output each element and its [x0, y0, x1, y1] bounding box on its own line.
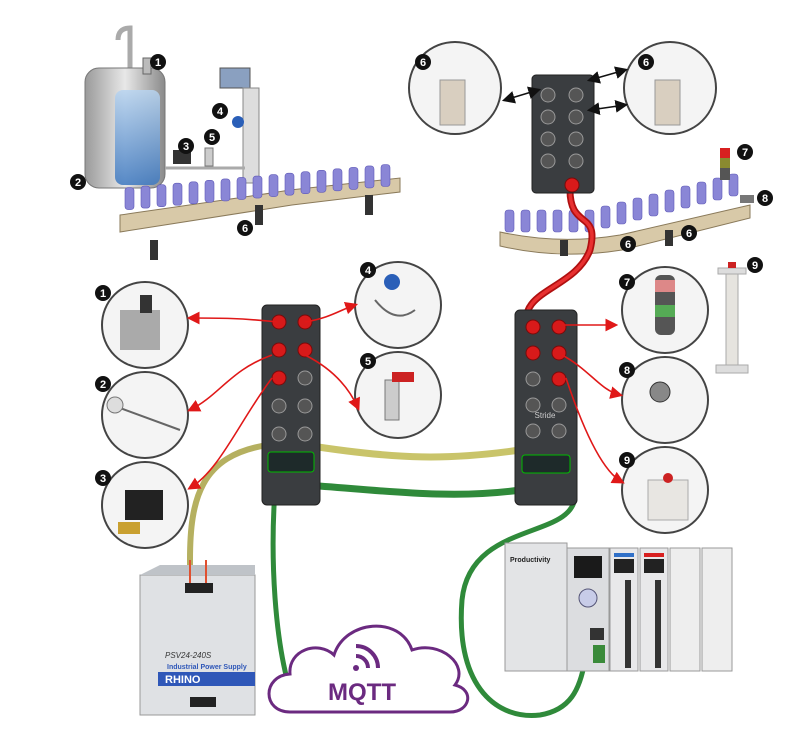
- power-supply: PSV24-240S Industrial Power Supply RHINO: [139, 560, 256, 716]
- port: [525, 397, 541, 413]
- filling-station-scene: [84, 25, 401, 260]
- svg-text:4: 4: [217, 106, 224, 118]
- port: [540, 87, 556, 103]
- port: [568, 131, 584, 147]
- port: [540, 131, 556, 147]
- svg-text:4: 4: [365, 265, 372, 277]
- bottle: [536, 209, 547, 233]
- cables: [187, 189, 596, 719]
- port: [297, 426, 313, 442]
- svg-text:7: 7: [624, 277, 630, 289]
- svg-text:5: 5: [365, 356, 371, 368]
- bottle: [380, 164, 391, 187]
- plc-rack: Productivity: [504, 542, 733, 672]
- svg-text:5: 5: [209, 132, 215, 144]
- mqtt-cloud: MQTT: [267, 624, 469, 714]
- port: [271, 398, 287, 414]
- bottle: [632, 197, 643, 221]
- port: [271, 426, 287, 442]
- bottle: [364, 165, 375, 189]
- bottle: [284, 172, 295, 196]
- svg-text:2: 2: [100, 379, 106, 391]
- plc-brand: Productivity: [510, 557, 551, 564]
- bottle: [316, 169, 327, 193]
- bottle: [728, 173, 739, 197]
- connected-port: [551, 345, 567, 361]
- bottle: [616, 201, 627, 225]
- port: [568, 109, 584, 125]
- bottle: [348, 167, 359, 190]
- svg-text:7: 7: [742, 147, 748, 159]
- bottle: [172, 182, 183, 206]
- wireless-signal-icon: [353, 644, 380, 671]
- svg-text:1: 1: [155, 57, 161, 69]
- mqtt-label: MQTT: [328, 679, 396, 706]
- signal-arrows: [186, 66, 629, 490]
- port: [297, 398, 313, 414]
- bottle: [600, 205, 611, 229]
- connected-port: [271, 342, 287, 358]
- bottle: [664, 189, 675, 213]
- io-hub-top: [531, 74, 595, 194]
- bottle: [220, 178, 231, 202]
- power-supply-model: PSV24-240S: [165, 651, 212, 660]
- bottle: [252, 175, 263, 199]
- connected-port: [551, 319, 567, 335]
- svg-text:3: 3: [183, 141, 189, 153]
- bottle: [504, 209, 515, 233]
- svg-text:6: 6: [242, 223, 248, 235]
- bottle: [268, 174, 279, 197]
- bottle: [300, 171, 311, 195]
- port: [540, 153, 556, 169]
- port: [540, 109, 556, 125]
- port: [525, 371, 541, 387]
- connected-port: [525, 319, 541, 335]
- svg-text:6: 6: [686, 228, 692, 240]
- svg-text:6: 6: [643, 57, 649, 69]
- callouts: [101, 41, 717, 549]
- bottle: [696, 181, 707, 205]
- svg-text:8: 8: [762, 193, 768, 205]
- svg-text:1: 1: [100, 288, 106, 300]
- svg-text:9: 9: [624, 455, 630, 467]
- svg-text:2: 2: [75, 177, 81, 189]
- connected-port: [525, 345, 541, 361]
- bottle: [156, 184, 167, 207]
- connected-port: [551, 371, 567, 387]
- bottle: [332, 168, 343, 192]
- power-supply-brand: RHINO: [165, 674, 201, 686]
- port: [568, 153, 584, 169]
- callout-2: [101, 371, 189, 459]
- io-module-brand: Stride: [535, 411, 556, 420]
- io-module-left: [261, 304, 321, 506]
- connected-port: [297, 342, 313, 358]
- svg-text:3: 3: [100, 473, 106, 485]
- bottle: [520, 209, 531, 233]
- bottle: [648, 193, 659, 217]
- port: [551, 397, 567, 413]
- bottle: [712, 177, 723, 201]
- bottle: [236, 177, 247, 200]
- svg-text:9: 9: [752, 260, 758, 272]
- number-badges: 1 2 3 4 5 6 1 2 3 4 5 6 6 7 8 6 6 9 7 8 …: [70, 54, 773, 486]
- bottle: [552, 209, 563, 233]
- port: [551, 423, 567, 439]
- port: [568, 87, 584, 103]
- connected-port: [271, 370, 287, 386]
- bottle: [204, 180, 215, 203]
- bottle: [140, 185, 151, 209]
- bottle: [680, 185, 691, 209]
- port: [525, 423, 541, 439]
- bottle: [124, 187, 135, 210]
- io-module-right: Stride: [514, 309, 578, 506]
- port: [297, 370, 313, 386]
- bottle: [188, 181, 199, 205]
- svg-text:8: 8: [624, 365, 630, 377]
- svg-text:6: 6: [420, 57, 426, 69]
- svg-text:6: 6: [625, 239, 631, 251]
- power-supply-description: Industrial Power Supply: [167, 664, 247, 671]
